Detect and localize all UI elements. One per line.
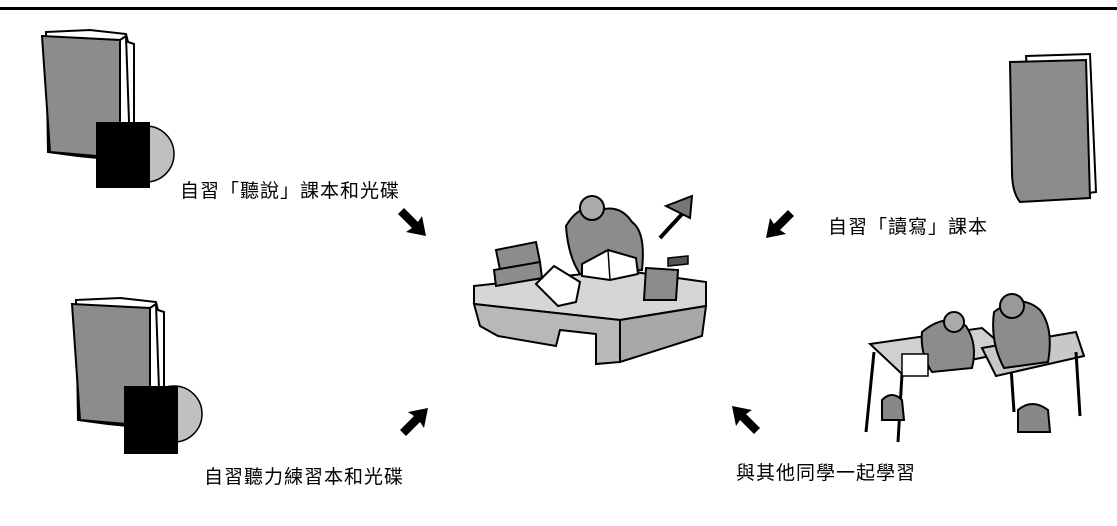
arrow-down-right-icon (396, 206, 430, 240)
arrow-up-right-icon (398, 404, 432, 438)
book-cd-top-icon (38, 22, 178, 192)
book-right-icon (1006, 52, 1106, 212)
label-listening-speaking: 自習「聽說」課本和光碟 (180, 180, 401, 202)
student-desk-illustration (470, 186, 716, 372)
label-listening-workbook: 自習聽力練習本和光碟 (204, 466, 405, 488)
arrow-up-left-icon (728, 402, 762, 436)
book-cd-bottom-icon (68, 290, 208, 460)
top-rule (0, 7, 1117, 10)
label-classmates: 與其他同學一起學習 (736, 462, 917, 484)
group-study-illustration (862, 292, 1094, 452)
arrow-down-left-icon (762, 208, 796, 242)
label-reading-writing: 自習「讀寫」課本 (828, 216, 989, 238)
